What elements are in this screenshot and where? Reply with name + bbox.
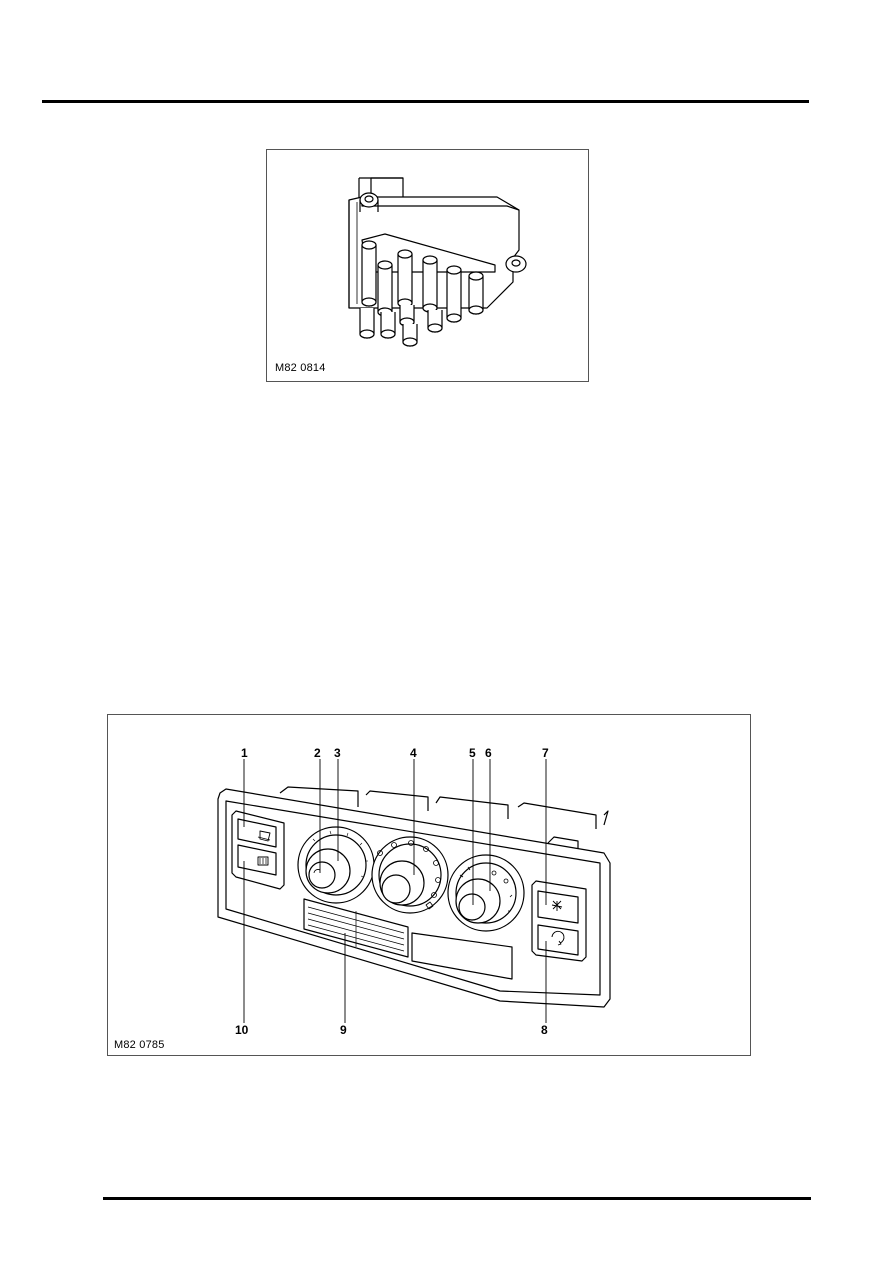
figure-caption: M82 0785 <box>114 1039 165 1051</box>
figure-resistor-pack: M82 0814 <box>266 149 589 382</box>
callout-8: 8 <box>541 1023 548 1037</box>
callout-10: 10 <box>235 1023 249 1037</box>
control-panel-illustration <box>217 759 611 1023</box>
resistor-pack-illustration <box>348 177 527 347</box>
callout-1: 1 <box>241 746 248 760</box>
footer-rule <box>103 1197 811 1200</box>
callout-9: 9 <box>340 1023 347 1037</box>
figure-caption: M82 0814 <box>275 362 326 374</box>
callout-3: 3 <box>334 746 341 760</box>
callout-6: 6 <box>485 746 492 760</box>
header-rule <box>42 100 809 103</box>
callout-7: 7 <box>542 746 549 760</box>
callout-5: 5 <box>469 746 476 760</box>
callout-4: 4 <box>410 746 417 760</box>
callout-2: 2 <box>314 746 321 760</box>
figure-control-panel: 1 2 3 4 5 6 7 8 9 10 M82 0785 <box>107 714 751 1056</box>
